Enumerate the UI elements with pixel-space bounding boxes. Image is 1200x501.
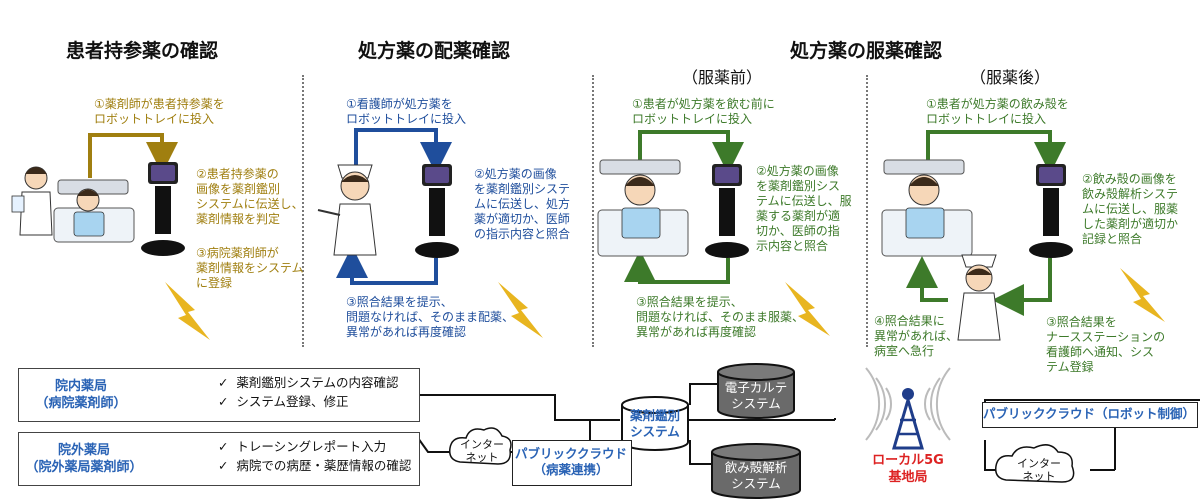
robot-illustration-3 [705,164,749,258]
public-cloud-hospital-box [512,440,632,486]
internet-label-2: インター ネット [1017,457,1061,483]
s3-step2: ②処方薬の画像 を薬剤鑑別シス テムに伝送し、服 薬する薬剤が適 切か、医師の指… [756,164,852,253]
s2-step2: ②処方薬の画像 を薬剤鑑別システ ムに伝送し、処方 薬が適切か、医師 の指示内容… [474,167,571,241]
patient-bed-illustration-3 [881,159,973,257]
s1-step1: ①薬剤師が患者持参薬を ロボットトレイに投入 [94,97,225,126]
s2-step3: ③照合結果を提示、 問題なければ、そのまま配薬、 異常があれば再度確認 [346,295,515,339]
outside-pharmacy-label: 院外薬局 （院外薬局薬剤師） [25,443,143,475]
internet-label-1: インター ネット [460,438,504,464]
public-cloud-robot-label: パブリッククラウド（ロボット制御） [982,406,1195,421]
s1-step2: ②患者持参薬の 画像を薬剤鑑別 システムに伝送し、 薬剤情報を判定 [196,167,304,226]
public-cloud-robot-box [982,402,1198,428]
outside-pharmacy-tasks: ✓ トレーシングレポート入力 ✓ 病院での病歴・薬歴情報の確認 [218,439,412,473]
nurse-illustration-2 [957,254,1001,341]
section-divider-3 [866,75,868,347]
s2-flow-arrow-bottom [336,246,438,285]
s4-flow-arrow-bottom [992,258,1052,316]
patient-bed-illustration-1 [53,179,135,243]
in-hospital-pharmacy-label: 院内薬局 （病院薬剤師） [35,379,127,411]
s2-flow-arrow-top [354,128,452,174]
s3-flow-arrow-top [638,130,744,174]
subtitle-after-dose: （服薬後） [970,68,1051,87]
s4-step1: ①患者が処方薬の飲み殻を ロボットトレイに投入 [926,97,1069,126]
s4-step3: ③照合結果を ナースステーションの 看護師へ通知、シス テム登録 [1046,315,1166,374]
s3-step1: ①患者が処方薬を飲む前に ロボットトレイに投入 [632,97,775,126]
lightning-icon-4 [1120,268,1165,322]
nurse-illustration-1 [317,164,377,256]
section-title-patient-medication: 患者持参薬の確認 [66,40,219,62]
outside-pharmacy-box [18,432,420,486]
s4-flow-arrow-left [906,256,948,302]
s4-step4: ④照合結果に 異常があれば、 病室へ急行 [874,314,959,358]
patient-bed-illustration-2 [597,159,689,257]
public-cloud-hospital-label: パブリッククラウド （病薬連携） [514,446,627,477]
drug-system-label: 薬剤鑑別 システム [629,408,680,439]
shell-system-label: 飲み殻解析 システム [724,460,788,491]
internet-cloud-icon-2 [994,444,1075,483]
s3-flow-arrow-bottom [624,250,730,284]
s3-step3: ③照合結果を提示、 問題なければ、そのまま服薬、 異常があれば再度確認 [636,295,805,339]
subtitle-before-dose: （服薬前） [682,68,763,87]
in-hospital-pharmacy-box [18,368,420,422]
section-divider-2 [592,75,594,347]
section-divider-1 [302,75,304,347]
in-hospital-pharmacy-tasks: ✓ 薬剤鑑別システムの内容確認 ✓ システム登録、修正 [218,375,399,409]
robot-illustration-2 [415,164,459,258]
s1-step3: ③病院薬剤師が 薬剤情報をシステム に登録 [196,246,304,290]
section-title-dispensing: 処方薬の配薬確認 [358,40,511,62]
ehr-system-cylinder [717,363,795,419]
local5g-antenna-icon [865,367,951,450]
s2-step1: ①看護師が処方薬を ロボットトレイに投入 [346,97,467,126]
drug-system-cylinder [621,396,689,451]
s4-step2: ②飲み殻の画像を 飲み殻解析システ ムに伝送し、服薬 した薬剤が適切か 記録と照… [1082,172,1179,246]
lightning-icon-2 [498,282,543,338]
network-lines [417,383,1200,471]
s4-flow-arrow-top [926,130,1066,174]
ehr-system-label: 電子カルテ システム [724,380,788,411]
local5g-label: ローカル5G 基地局 [872,453,944,485]
section-title-administration: 処方薬の服薬確認 [790,40,943,62]
lightning-icon-1 [165,282,210,340]
robot-illustration-1 [141,162,185,256]
shell-system-cylinder [711,443,801,499]
internet-cloud-icon-1 [448,427,512,465]
lightning-icon-3 [785,282,830,336]
robot-illustration-4 [1029,164,1073,258]
s1-flow-arrow [88,133,178,178]
pharmacist-illustration [11,166,53,236]
